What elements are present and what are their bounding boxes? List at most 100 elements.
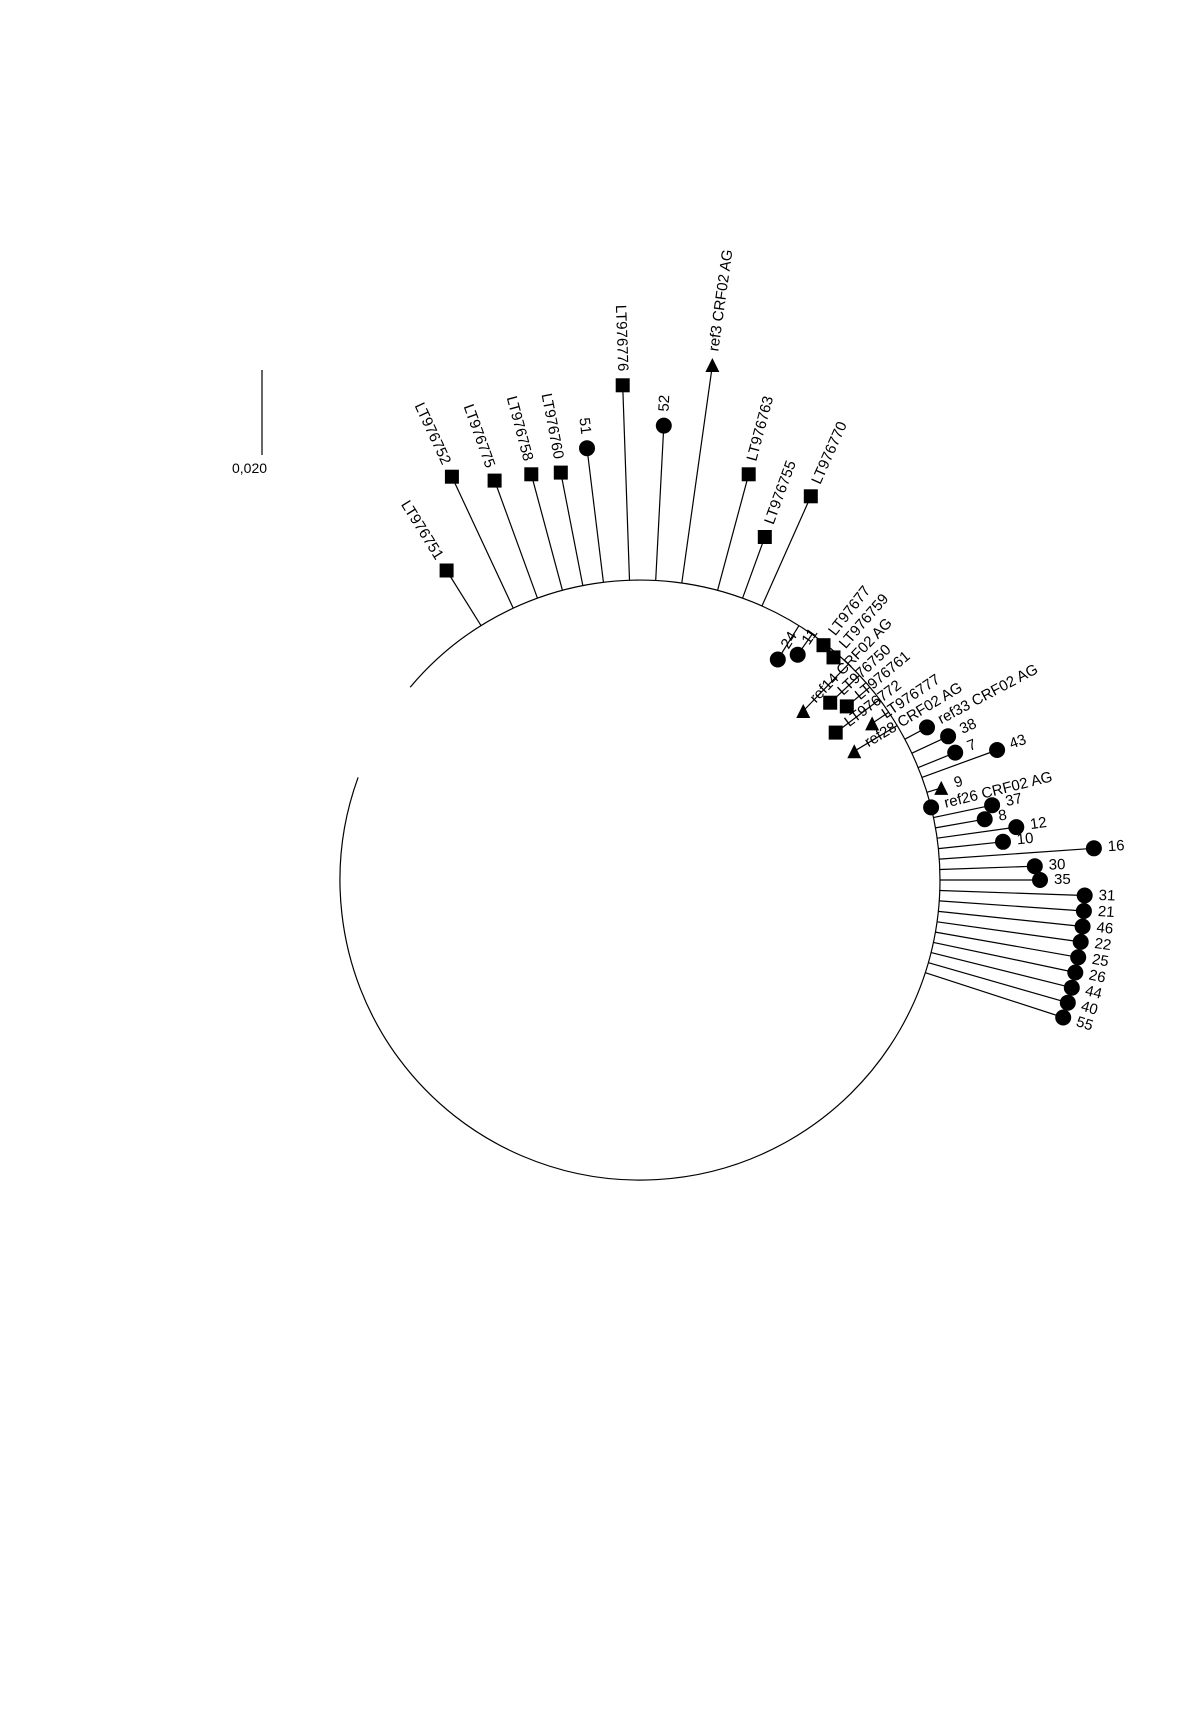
circle-marker [1026,858,1043,875]
taxon-label: 10 [1016,830,1034,849]
square-marker [757,530,772,544]
taxon-label: 51 [575,417,594,436]
circle-marker [989,742,1006,758]
branch-line [451,476,514,609]
branch-line [681,365,713,583]
circle-marker [1072,933,1089,950]
circle-marker [1076,887,1093,904]
square-marker [839,699,854,714]
circle-marker [1059,994,1076,1011]
square-marker [553,465,568,480]
branch-line [935,931,1079,958]
branch-line [655,425,665,581]
taxon-label: 30 [1048,856,1065,874]
branch-line [717,474,750,591]
taxon-label: 43 [1007,731,1028,753]
circle-marker [919,719,935,736]
circle-marker [984,797,1001,814]
branch-line [939,865,1035,871]
square-marker [741,467,756,482]
taxon-label: LT976770 [808,419,851,487]
taxon-label: 46 [1096,919,1114,938]
square-marker [487,473,502,488]
circle-marker [789,646,806,663]
square-marker [615,378,630,393]
taxon-label: 8 [997,806,1008,824]
branch-line [871,711,890,724]
taxon-label: 38 [957,715,979,737]
square-marker [826,650,841,665]
taxon-label: 31 [1098,887,1115,905]
branch-line [925,972,1064,1019]
branch-line [928,962,1068,1004]
taxon-label: 12 [1029,814,1048,833]
circle-marker [1074,918,1091,935]
circle-marker [1085,840,1102,857]
circle-marker [976,811,993,828]
taxon-label: LT976760 [538,392,567,460]
taxon-label: LT976751 [397,497,447,562]
taxon-label: 37 [1004,790,1024,810]
circle-marker [1055,1009,1072,1026]
branch-line [939,900,1084,912]
taxon-label: 40 [1079,998,1100,1019]
branch-line [937,921,1081,943]
branch-line [937,826,1017,839]
square-marker [524,467,539,482]
branch-line [930,952,1072,989]
branch-line [921,749,998,778]
taxon-label: 7 [965,736,979,755]
taxon-label: LT976763 [744,394,778,463]
circle-marker [769,651,786,668]
taxon-label: 16 [1107,837,1125,855]
inner-ring [339,579,941,1181]
square-marker [444,469,459,484]
branch-line [560,472,584,586]
taxon-label: 55 [1074,1013,1095,1034]
branch-line [935,818,985,829]
circle-marker [1075,903,1092,919]
taxon-label: LT976755 [761,458,800,526]
circle-marker [655,417,672,434]
branch-line [742,536,766,599]
taxon-label: LT976776 [612,305,631,372]
scale-bar: 0,020 [232,370,267,476]
taxon-label: 24 [778,629,801,652]
square-marker [828,725,843,740]
circle-marker [1067,964,1084,981]
circle-marker [1032,872,1048,888]
circle-marker [923,799,940,816]
branch-line [494,480,538,599]
circle-marker [995,833,1011,850]
branch-line [586,448,604,583]
taxon-label: 9 [952,773,965,792]
branch-line [835,699,880,734]
taxon-label: LT976752 [411,400,454,467]
square-marker [823,695,838,710]
branch-line [622,385,631,581]
taxon-label: LT976758 [503,394,537,463]
circle-marker [1008,819,1025,836]
branch-line [446,570,482,626]
square-marker [803,489,818,504]
scale-bar-label: 0,020 [232,460,267,476]
triangle-marker [796,703,811,718]
circle-marker [1063,979,1080,996]
branch-line [933,941,1076,974]
square-marker [816,638,831,653]
circle-marker [579,440,595,457]
circle-marker [940,728,957,745]
branch-line [853,724,898,752]
branch-line [761,496,812,607]
taxon-label: LT976775 [460,402,499,470]
branch-line [939,889,1085,897]
branch-line [530,474,563,591]
taxon-label: 44 [1083,982,1103,1003]
taxon-label: 26 [1087,967,1107,987]
circle-marker [947,744,964,761]
branch-line [933,804,993,819]
triangle-marker [705,358,720,373]
taxon-label: 52 [655,394,673,412]
